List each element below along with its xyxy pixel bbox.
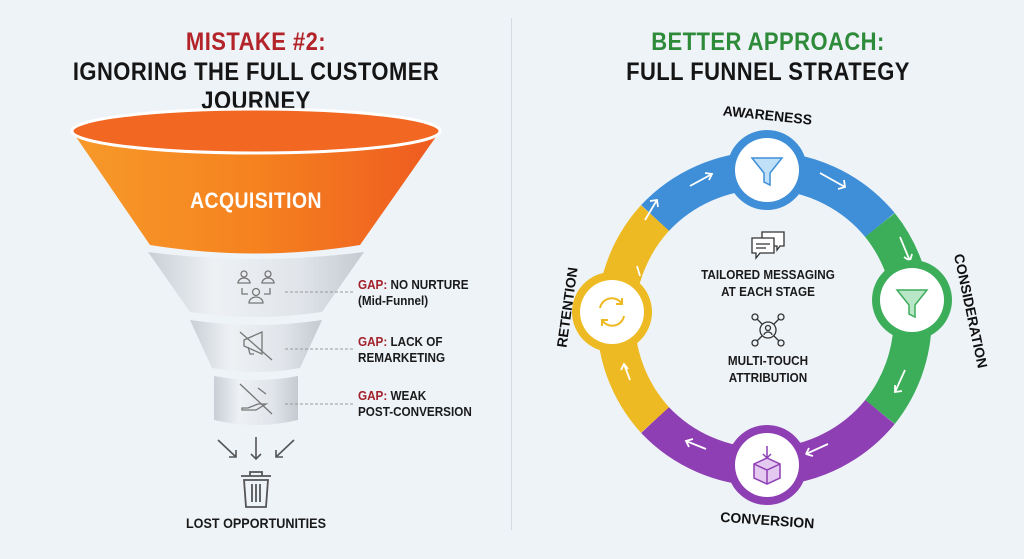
center-line-3: MULTI-TOUCH xyxy=(727,353,809,368)
approach-subtitle: FULL FUNNEL STRATEGY xyxy=(626,58,910,86)
funnel-acquisition xyxy=(72,131,440,254)
stage-node-consideration xyxy=(872,260,952,340)
gap-text: NO NURTURE xyxy=(390,277,469,292)
gap-text: WEAK xyxy=(390,388,427,403)
refresh-icon xyxy=(599,297,625,327)
people-network-icon xyxy=(237,270,275,304)
gap-prefix: GAP: xyxy=(358,277,388,292)
lost-opportunities-label: LOST OPPORTUNITIES xyxy=(185,515,327,531)
gap-no-nurture: GAP: NO NURTURE(Mid-Funnel) xyxy=(358,277,469,309)
stage-node-awareness xyxy=(727,130,807,210)
chat-bubbles-icon xyxy=(751,231,785,260)
center-line-2: AT EACH STAGE xyxy=(721,284,815,299)
center-line-4: ATTRIBUTION xyxy=(728,370,808,385)
stage-label-awareness: AWARENESS xyxy=(722,102,813,127)
down-arrows-icon xyxy=(217,437,295,461)
gap-text-line2: REMARKETING xyxy=(358,350,446,365)
funnel-icon xyxy=(750,157,784,187)
network-person-icon xyxy=(751,313,785,347)
stage-node-conversion xyxy=(727,425,807,505)
mistake-subtitle: IGNORING THE FULL CUSTOMER JOURNEY xyxy=(72,58,440,115)
multi-touch-text: MULTI-TOUCH ATTRIBUTION xyxy=(678,352,858,386)
divider xyxy=(511,18,512,530)
box-download-icon xyxy=(753,446,781,485)
center-line-1: TAILORED MESSAGING xyxy=(701,267,835,282)
approach-title: BETTER APPROACH: xyxy=(651,28,885,56)
mistake-title: MISTAKE #2: xyxy=(185,28,327,56)
gap-prefix: GAP: xyxy=(358,334,388,349)
hand-crossed-icon xyxy=(239,383,273,415)
funnel-icon xyxy=(895,289,929,319)
funnel-stage-acquisition: ACQUISITION xyxy=(190,188,322,213)
gap-text-line2: (Mid-Funnel) xyxy=(358,293,429,308)
funnel-cycle xyxy=(596,151,932,486)
gap-prefix: GAP: xyxy=(358,388,388,403)
megaphone-crossed-icon xyxy=(239,330,273,361)
funnel xyxy=(70,107,442,508)
funnel-band-3 xyxy=(214,376,298,425)
stage-node-retention xyxy=(572,272,652,352)
trash-can-icon xyxy=(241,471,271,508)
gap-text-line2: POST-CONVERSION xyxy=(358,404,472,419)
gap-text: LACK OF xyxy=(390,334,443,349)
tailored-messaging-text: TAILORED MESSAGING AT EACH STAGE xyxy=(678,266,858,300)
stage-label-conversion: CONVERSION xyxy=(720,509,815,532)
stage-label-consideration: CONSIDERATION xyxy=(951,252,991,369)
funnel-band-1 xyxy=(148,252,364,317)
funnel-rim xyxy=(70,107,442,155)
